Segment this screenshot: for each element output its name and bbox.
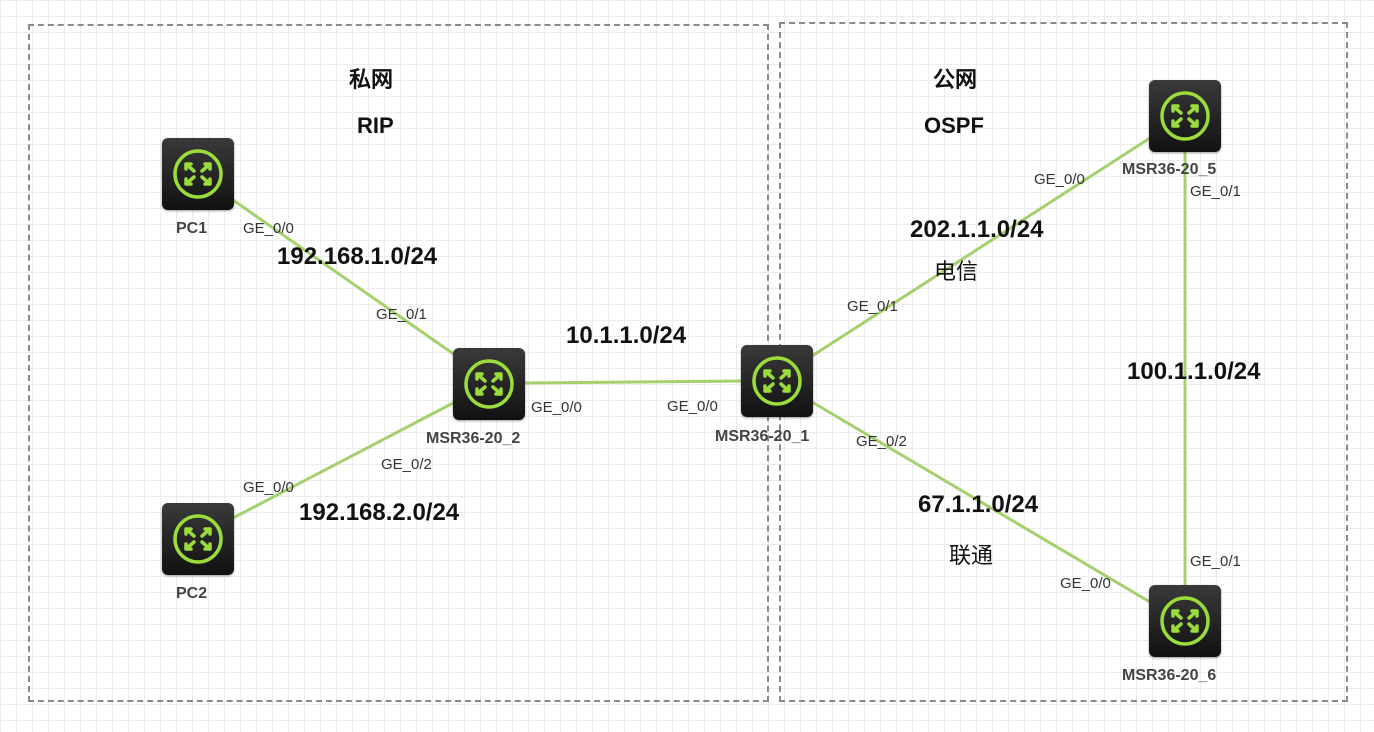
switch-arrows-icon <box>173 514 223 564</box>
switch-arrows-icon <box>1160 91 1210 141</box>
link-pc1-msr2[interactable] <box>232 198 456 357</box>
device-label-msr5: MSR36-20_5 <box>1122 161 1217 178</box>
device-label-pc2: PC2 <box>176 585 208 602</box>
private-zone-protocol: RIP <box>357 113 394 138</box>
network-label-10-1-1: 10.1.1.0/24 <box>566 322 687 349</box>
router-icon-msr1[interactable] <box>741 345 813 417</box>
switch-arrows-icon <box>1160 596 1210 646</box>
link-msr1-msr5[interactable] <box>811 136 1151 358</box>
port-label-msr2-ge0-2: GE_0/2 <box>381 456 432 473</box>
port-label-pc1-ge0-0: GE_0/0 <box>243 220 294 237</box>
port-label-pc2-ge0-0: GE_0/0 <box>243 479 294 496</box>
port-label-msr6-ge0-1: GE_0/1 <box>1190 553 1241 570</box>
router-icon-msr2[interactable] <box>453 348 525 420</box>
port-label-msr5-ge0-1: GE_0/1 <box>1190 183 1241 200</box>
router-icon-msr5[interactable] <box>1149 80 1221 152</box>
port-label-msr1-ge0-1: GE_0/1 <box>847 298 898 315</box>
port-label-msr2-ge0-1: GE_0/1 <box>376 306 427 323</box>
isp-label-unicom: 联通 <box>949 544 994 569</box>
network-label-192-168-1: 192.168.1.0/24 <box>277 243 438 270</box>
router-icon-pc1[interactable] <box>162 138 234 210</box>
switch-arrows-icon <box>464 359 514 409</box>
router-icon-msr6[interactable] <box>1149 585 1221 657</box>
device-label-msr2: MSR36-20_2 <box>426 430 521 447</box>
link-msr1-msr6[interactable] <box>811 400 1151 604</box>
isp-label-telecom: 电信 <box>934 260 979 285</box>
port-label-msr5-ge0-0: GE_0/0 <box>1034 171 1085 188</box>
network-label-202-1-1: 202.1.1.0/24 <box>910 216 1044 243</box>
port-label-msr1-ge0-2: GE_0/2 <box>856 433 907 450</box>
network-label-67-1-1: 67.1.1.0/24 <box>918 491 1039 518</box>
link-pc2-msr2[interactable] <box>232 400 456 520</box>
device-label-pc1: PC1 <box>176 220 208 237</box>
router-icon-pc2[interactable] <box>162 503 234 575</box>
public-zone-title: 公网 <box>933 67 978 92</box>
port-label-msr2-ge0-0: GE_0/0 <box>531 399 582 416</box>
link-msr2-msr1[interactable] <box>524 379 744 385</box>
port-label-msr1-ge0-0: GE_0/0 <box>667 398 718 415</box>
network-label-100-1-1: 100.1.1.0/24 <box>1127 358 1261 385</box>
device-label-msr1: MSR36-20_1 <box>715 428 810 445</box>
port-label-msr6-ge0-0: GE_0/0 <box>1060 575 1111 592</box>
network-label-192-168-2: 192.168.2.0/24 <box>299 499 460 526</box>
switch-arrows-icon <box>752 356 802 406</box>
private-zone-title: 私网 <box>349 67 394 92</box>
switch-arrows-icon <box>173 149 223 199</box>
public-zone-protocol: OSPF <box>924 113 984 138</box>
device-label-msr6: MSR36-20_6 <box>1122 667 1217 684</box>
